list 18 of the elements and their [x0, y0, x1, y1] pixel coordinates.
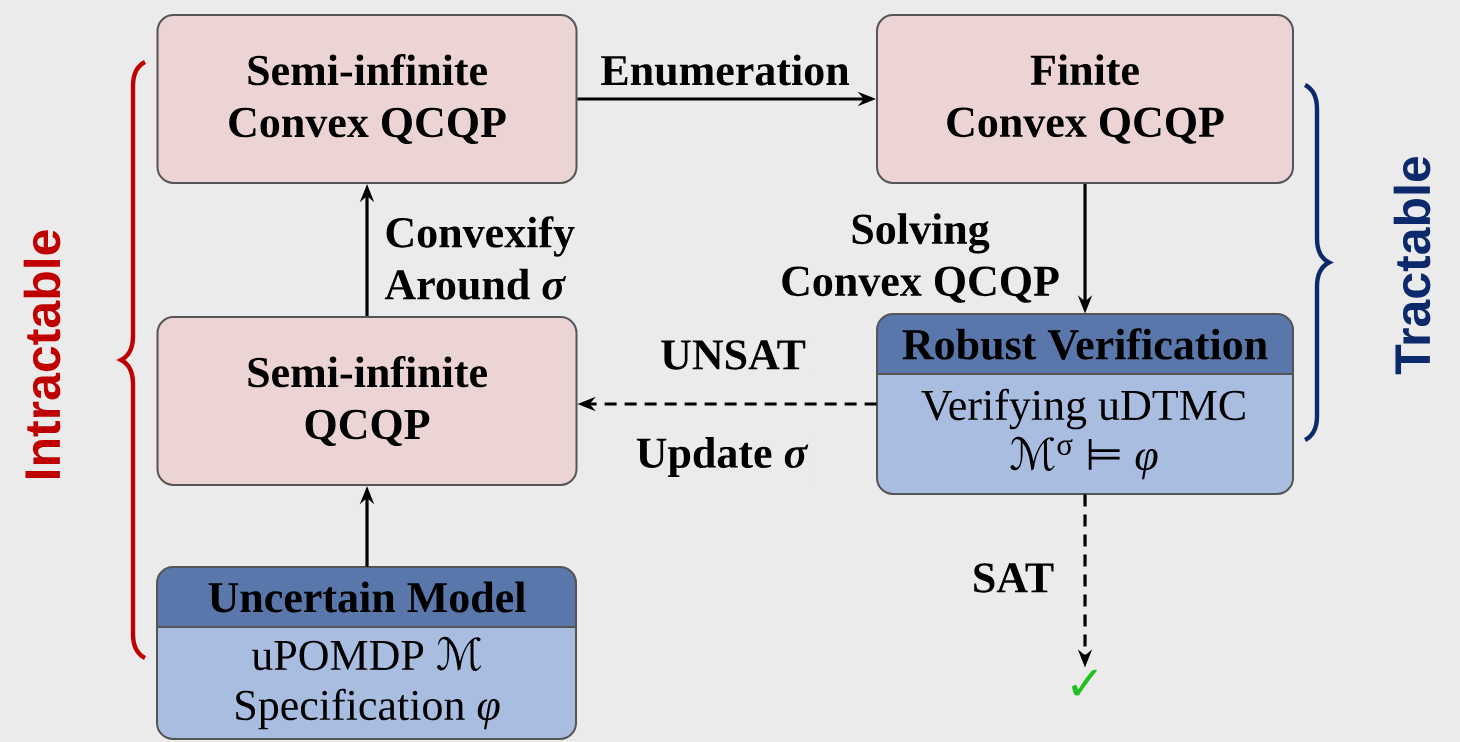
box-text: Verifying uDTMC ℳ$^{σ}$ ⊨ φ	[921, 388, 1245, 480]
edge-label: Enumeration	[596, 50, 854, 90]
model-box	[876, 313, 1294, 495]
process-box: Semi-infinite Convex QCQP	[156, 14, 578, 184]
edge-label: SAT	[967, 559, 1059, 597]
box-text: uPOMDP ℳ Specification φ	[236, 636, 500, 730]
side-label: Tractable	[1393, 156, 1431, 375]
annotation: Update σ	[631, 433, 813, 481]
side-label: Intractable	[23, 230, 61, 479]
process-box: Finite Convex QCQP	[876, 14, 1294, 184]
check-mark: ✓	[1072, 669, 1097, 696]
edge-label: Convexify Around σ	[380, 212, 599, 304]
edge-label: UNSAT	[656, 336, 810, 374]
process-box: Semi-infinite QCQP	[156, 316, 578, 486]
edge-label: Solving Convex QCQP	[768, 209, 1072, 307]
box-header: Robust Verification	[877, 314, 1293, 374]
box-header: Uncertain Model	[157, 567, 576, 627]
model-box	[156, 566, 577, 740]
